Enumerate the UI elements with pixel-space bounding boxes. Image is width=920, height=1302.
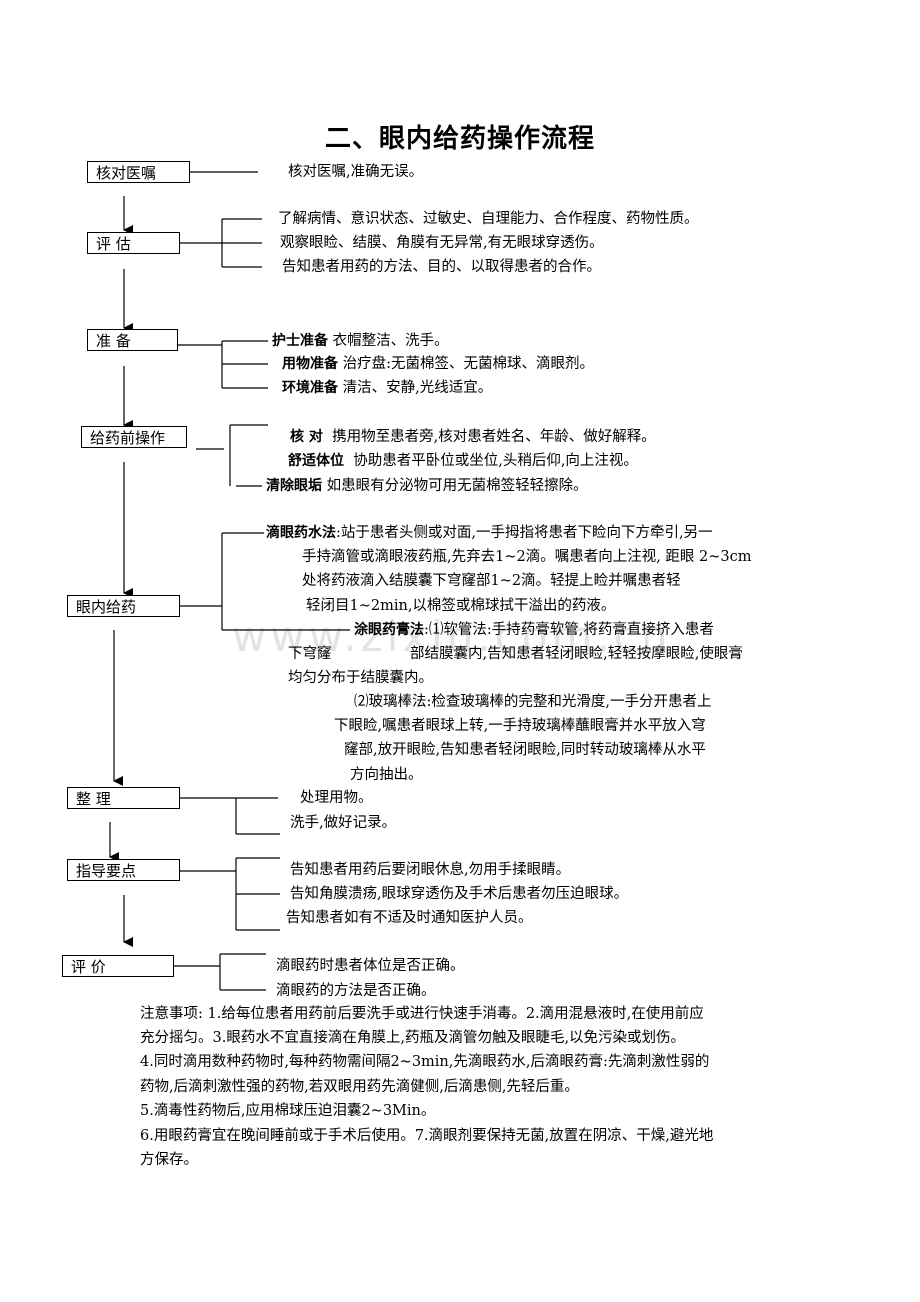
drops-title: 滴眼药水法 [266, 525, 336, 541]
prepare-item-label: 护士准备 [272, 333, 328, 349]
prepare-item-label: 用物准备 [282, 356, 338, 372]
prepare-item-text: 清洁、安静,光线适宜。 [342, 380, 493, 396]
notes-line: 4.同时滴用数种药物时,每种药物需间隔2~3min,先滴眼药水,后滴眼药膏:先滴… [140, 1054, 710, 1070]
pre-op-item-text: 携用物至患者旁,核对患者姓名、年龄、做好解释。 [332, 429, 656, 445]
ointment-line: 方向抽出。 [350, 767, 423, 783]
pre-op-item-label: 舒适体位 [288, 453, 344, 469]
pre-op-item-label: 核 对 [290, 429, 323, 445]
guide-line: 告知患者用药后要闭眼休息,勿用手揉眼睛。 [290, 862, 571, 878]
step-box-eye-admin: 眼内给药 [67, 595, 180, 617]
step-box-check: 核对医嘱 [87, 161, 190, 183]
ointment-line: 部结膜囊内,告知患者轻闭眼睑,轻轻按摩眼睑,使眼膏 [410, 646, 743, 662]
ointment-line: 均匀分布于结膜囊内。 [288, 670, 433, 686]
pre-op-item-label: 清除眼垢 [266, 478, 322, 494]
evaluate-line: 滴眼药时患者体位是否正确。 [276, 958, 465, 974]
prepare-item: 护士准备 衣帽整洁、洗手。 [272, 332, 449, 350]
step-box-evaluate: 评 价 [62, 955, 174, 977]
notes-line: 5.滴毒性药物后,应用棉球压迫泪囊2~3Min。 [140, 1103, 436, 1119]
guide-line: 告知患者如有不适及时通知医护人员。 [286, 910, 533, 926]
notes-line: 充分摇匀。3.眼药水不宜直接滴在角膜上,药瓶及滴管勿触及眼睫毛,以免污染或划伤。 [140, 1030, 686, 1046]
watermark: www.zixin.com.cn [232, 612, 672, 661]
step-box-tidy: 整 理 [67, 787, 180, 809]
ointment-line: ⑵玻璃棒法:检查玻璃棒的完整和光滑度,一手分开患者上 [354, 694, 712, 710]
prepare-item: 用物准备 治疗盘:无菌棉签、无菌棉球、滴眼剂。 [282, 355, 594, 373]
notes-line: 注意事项: 1.给每位患者用药前后要洗手或进行快速手消毒。2.滴用混悬液时,在使… [140, 1006, 704, 1022]
evaluate-line: 滴眼药的方法是否正确。 [276, 983, 436, 999]
drops-line: 轻闭目1~2min,以棉签或棉球拭干溢出的药液。 [306, 598, 616, 614]
notes-line: 方保存。 [140, 1152, 198, 1168]
assess-line: 告知患者用药的方法、目的、以取得患者的合作。 [282, 259, 601, 275]
prepare-item-label: 环境准备 [282, 380, 338, 396]
pre-op-item: 核 对 携用物至患者旁,核对患者姓名、年龄、做好解释。 [290, 428, 656, 446]
step-box-assess: 评 估 [87, 232, 180, 254]
notes-line: 6.用眼药膏宜在晚间睡前或于手术后使用。7.滴眼剂要保持无菌,放置在阴凉、干燥,… [140, 1128, 714, 1144]
assess-line: 观察眼睑、结膜、角膜有无异常,有无眼球穿透伤。 [280, 235, 604, 251]
tidy-line: 洗手,做好记录。 [290, 815, 397, 831]
ointment-title: 涂眼药膏法 [354, 622, 424, 638]
pre-op-item: 舒适体位 协助患者平卧位或坐位,头稍后仰,向上注视。 [288, 452, 638, 470]
drops-line: 处将药液滴入结膜囊下穹窿部1~2滴。轻提上睑并嘱患者轻 [302, 573, 681, 589]
prepare-item: 环境准备 清洁、安静,光线适宜。 [282, 379, 492, 397]
ointment-line: 下穹窿 [288, 646, 332, 662]
prepare-item-text: 衣帽整洁、洗手。 [332, 333, 449, 349]
tidy-line: 处理用物。 [300, 790, 373, 806]
check-text: 核对医嘱,准确无误。 [288, 164, 424, 180]
drops-line: 滴眼药水法:站于患者头侧或对面,一手拇指将患者下睑向下方牵引,另一 [266, 525, 713, 541]
ointment-line: 下眼睑,嘱患者眼球上转,一手持玻璃棒蘸眼膏并水平放入穹 [334, 718, 706, 734]
drops-line: 手持滴管或滴眼液药瓶,先弃去1~2滴。嘱患者向上注视, 距眼 2~3cm [302, 549, 752, 565]
page-title: 二、眼内给药操作流程 [324, 124, 595, 154]
pre-op-item: 清除眼垢 如患眼有分泌物可用无菌棉签轻轻擦除。 [266, 477, 588, 495]
step-box-prepare: 准 备 [87, 329, 178, 351]
guide-line: 告知角膜溃疡,眼球穿透伤及手术后患者勿压迫眼球。 [290, 886, 629, 902]
ointment-line: 涂眼药膏法:⑴软管法:手持药膏软管,将药膏直接挤入患者 [354, 622, 714, 638]
notes-line: 药物,后滴刺激性强的药物,若双眼用药先滴健侧,后滴患侧,先轻后重。 [140, 1079, 579, 1095]
step-box-pre-op: 给药前操作 [81, 426, 187, 448]
pre-op-item-text: 协助患者平卧位或坐位,头稍后仰,向上注视。 [353, 453, 638, 469]
pre-op-item-text: 如患眼有分泌物可用无菌棉签轻轻擦除。 [326, 478, 588, 494]
step-box-guide: 指导要点 [67, 859, 180, 881]
assess-line: 了解病情、意识状态、过敏史、自理能力、合作程度、药物性质。 [278, 211, 699, 227]
prepare-item-text: 治疗盘:无菌棉签、无菌棉球、滴眼剂。 [342, 356, 594, 372]
ointment-line: 窿部,放开眼睑,告知患者轻闭眼睑,同时转动玻璃棒从水平 [344, 742, 706, 758]
